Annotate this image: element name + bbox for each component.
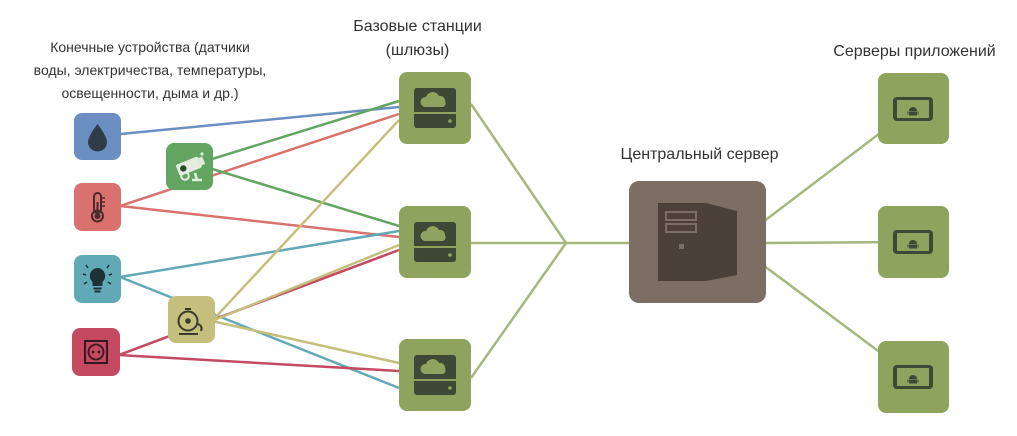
camera-icon [176,152,206,182]
android-tablet-icon [893,97,933,121]
link-smoke-gw3 [211,319,400,365]
link-temperature-gw2 [119,204,400,239]
android-tablet-icon [893,365,933,389]
base-stations-label: Базовые станции (шлюзы) [330,15,505,63]
power-socket-icon [84,340,108,364]
link-smoke-gw1 [211,119,400,322]
thermometer-icon [91,192,105,223]
link-water-gw1 [120,105,400,136]
cloud-drive-icon [414,222,456,262]
link-camera-gw1 [195,99,400,166]
light-sensor-tile [74,255,121,303]
light-bulb-icon [82,264,113,293]
smoke-alarm-icon [177,308,203,335]
link-socket-gw3 [118,353,400,373]
link-temperature-gw1 [119,112,400,208]
water-drop-icon [88,124,107,152]
link-smoke-gw2 [211,243,400,323]
gateway-tile-2 [399,206,471,278]
end-devices-label-line3: освещенности, дыма и др.) [61,85,239,101]
link-gw3-hub [469,242,568,379]
smoke-sensor-tile [168,296,215,343]
camera-sensor-tile [166,143,213,190]
app-server-tile-1 [878,73,949,144]
app-servers-label: Серверы приложений [833,43,996,60]
base-stations-label-line2: (шлюзы) [385,42,450,59]
app-server-tile-2 [878,206,949,278]
link-gw1-hub [469,103,568,244]
server-tower-icon [658,203,737,281]
water-sensor-tile [74,113,121,160]
cloud-drive-icon [414,88,456,128]
central-server-label: Центральный сервер [620,146,779,163]
android-tablet-icon [893,230,933,254]
end-devices-label-line1: Конечные устройства (датчики [50,39,250,55]
app-server-tile-3 [878,341,949,413]
temperature-sensor-tile [74,183,121,231]
base-stations-label-line1: Базовые станции [353,18,482,35]
cloud-drive-icon [414,355,456,395]
power-sensor-tile [72,328,120,376]
end-devices-label: Конечные устройства (датчики воды, элект… [0,36,300,105]
link-camera-gw2 [195,162,400,228]
gateway-tile-1 [399,72,471,144]
central-server-tile [629,181,766,303]
end-devices-label-line2: воды, электричества, температуры, [33,62,267,78]
gateway-tile-3 [399,339,471,411]
link-light-gw2 [119,229,400,279]
